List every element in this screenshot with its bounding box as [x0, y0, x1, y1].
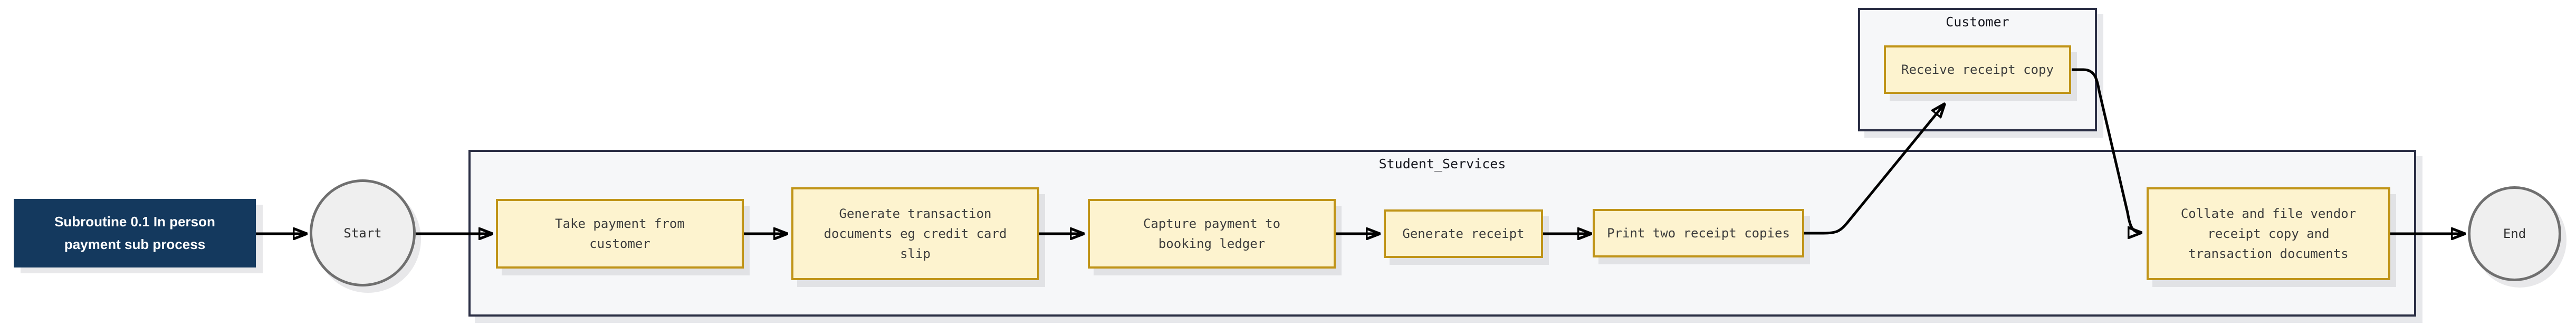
task-capture-payment-label: Capture payment to booking ledger	[1143, 216, 1281, 251]
task-take-payment-label: Take payment from customer	[555, 216, 685, 251]
task-generate-receipt: Generate receipt	[1384, 209, 1543, 258]
task-capture-payment: Capture payment to booking ledger	[1088, 199, 1336, 269]
end-node: End	[2468, 186, 2561, 281]
end-label: End	[2503, 226, 2526, 241]
subroutine-title-label: Subroutine 0.1 In person payment sub pro…	[54, 214, 215, 252]
task-generate-receipt-label: Generate receipt	[1402, 226, 1525, 241]
task-receive-receipt-copy: Receive receipt copy	[1884, 45, 2071, 94]
lane-student-services-label: Student_Services	[1378, 156, 1506, 171]
lane-customer-label: Customer	[1946, 14, 2009, 30]
task-generate-transaction-documents: Generate transaction documents eg credit…	[791, 187, 1039, 280]
task-print-two-receipt-copies-label: Print two receipt copies	[1607, 226, 1790, 241]
task-collate-and-file: Collate and file vendor receipt copy and…	[2147, 187, 2390, 280]
task-receive-receipt-copy-label: Receive receipt copy	[1901, 62, 2054, 77]
start-node: Start	[310, 179, 416, 286]
task-print-two-receipt-copies: Print two receipt copies	[1593, 209, 1804, 257]
task-collate-and-file-label: Collate and file vendor receipt copy and…	[2180, 206, 2357, 261]
subroutine-title-node: Subroutine 0.1 In person payment sub pro…	[14, 199, 256, 267]
task-take-payment: Take payment from customer	[496, 199, 744, 269]
task-generate-transaction-documents-label: Generate transaction documents eg credit…	[823, 206, 1007, 261]
start-label: Start	[343, 225, 382, 241]
